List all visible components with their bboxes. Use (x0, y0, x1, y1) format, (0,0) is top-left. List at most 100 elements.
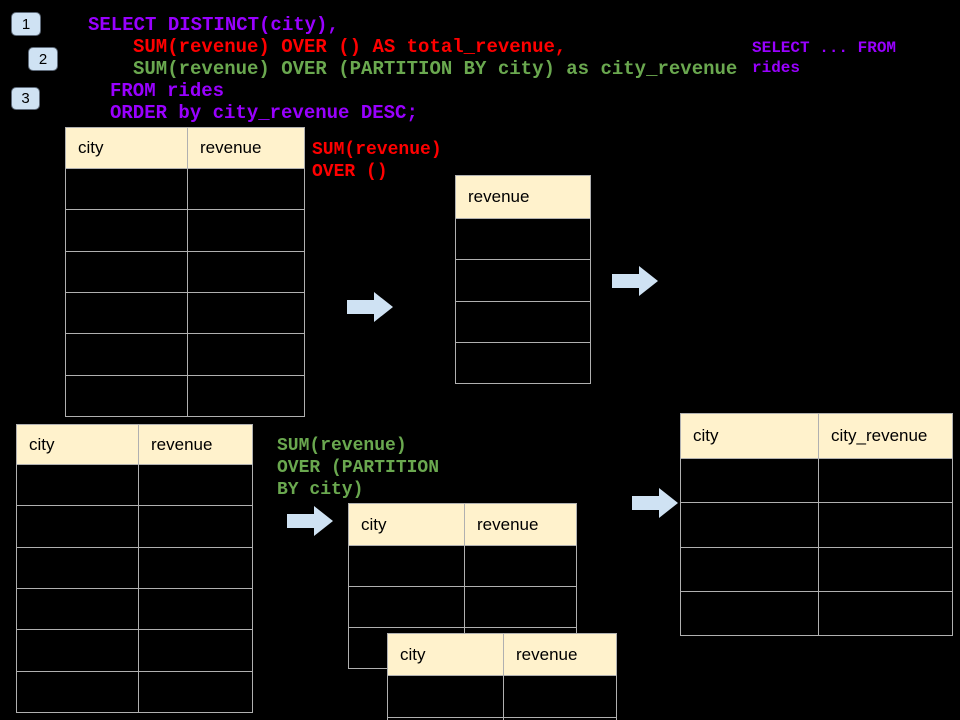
table-row (17, 505, 252, 547)
table-cell (456, 219, 590, 259)
table-row (17, 629, 252, 671)
column-header-city: city (693, 426, 719, 445)
table-cell (17, 506, 138, 546)
table-cell (187, 375, 304, 416)
flow-arrow-total-out (612, 266, 658, 296)
sql-line-city-revenue: SUM(revenue) OVER (PARTITION BY city) as… (133, 58, 738, 80)
table-cell (456, 343, 590, 383)
flow-arrow-source-to-total (347, 292, 393, 322)
column-header-revenue: revenue (138, 425, 252, 464)
table-cell (66, 169, 187, 209)
table-total-revenue: revenue (455, 175, 591, 384)
table-partition-overlap: city revenue (387, 633, 617, 720)
table-cell (503, 718, 616, 720)
table-header-row: city revenue (17, 425, 252, 464)
step-badge-1: 1 (11, 12, 41, 36)
table-cell (464, 546, 576, 586)
side-note-line-2: rides (752, 59, 801, 77)
table-body (66, 168, 304, 416)
column-header-revenue: revenue (503, 634, 616, 675)
table-row (66, 333, 304, 375)
table-cell (17, 630, 138, 670)
table-cell (349, 546, 464, 586)
table-cell (17, 672, 138, 712)
table-cell (66, 376, 187, 416)
table-body (456, 218, 590, 383)
table-cell (818, 591, 952, 635)
table-cell (17, 548, 138, 588)
table-cell (138, 465, 252, 506)
table-cell (138, 671, 252, 712)
table-cell (681, 503, 818, 546)
table-row (17, 546, 252, 588)
step-badge-3: 3 (11, 87, 40, 110)
table-cell (138, 630, 252, 671)
table-cell (66, 252, 187, 292)
side-note-line-1: SELECT ... FROM (752, 39, 897, 57)
annotation-line: BY city) (277, 480, 364, 500)
flow-arrow-source-to-partition (287, 506, 333, 536)
table-row (349, 586, 576, 627)
sql-line-from: FROM rides (110, 80, 225, 102)
table-cell (66, 210, 187, 250)
table-cell (187, 334, 304, 375)
table-cell (456, 302, 590, 342)
sql-line-select: SELECT DISTINCT(city), (88, 14, 339, 36)
table-cell (388, 676, 503, 717)
table-cell (66, 293, 187, 333)
table-cell (187, 251, 304, 292)
column-header-revenue: revenue (464, 504, 576, 545)
flow-arrow-partition-to-result (632, 488, 678, 518)
table-cell (818, 459, 952, 503)
table-row (681, 590, 952, 635)
annotation-sum-over-partition: SUM(revenue) OVER (PARTITION BY city) (277, 435, 439, 501)
table-cell (138, 547, 252, 588)
table-cell (66, 334, 187, 374)
table-row (66, 209, 304, 251)
table-header-row: city revenue (66, 128, 304, 168)
table-cell (17, 589, 138, 629)
table-cell (187, 210, 304, 251)
column-header-city: city (400, 644, 426, 664)
table-row (66, 374, 304, 416)
table-cell (349, 587, 464, 627)
table-header-row: city revenue (388, 634, 616, 675)
column-header-revenue: revenue (468, 187, 530, 206)
column-header-city: city (361, 514, 387, 534)
table-partition-mid: city revenue (348, 503, 577, 669)
table-row (681, 502, 952, 547)
sql-line-order-by: ORDER by city_revenue DESC; (110, 102, 418, 124)
table-row (17, 670, 252, 712)
table-row (456, 341, 590, 383)
annotation-line: SUM(revenue) (312, 140, 442, 160)
annotation-line: SUM(revenue) (277, 436, 407, 456)
table-cell (187, 292, 304, 334)
table-cell (503, 676, 616, 717)
table-row (66, 168, 304, 210)
table-body (17, 464, 252, 712)
table-header-row: revenue (456, 176, 590, 218)
table-header-row: city revenue (349, 504, 576, 545)
column-header-city: city (29, 434, 55, 454)
step-badge-2: 2 (28, 47, 58, 71)
table-cell (681, 548, 818, 591)
table-row (17, 587, 252, 630)
table-row (456, 259, 590, 300)
table-cell (187, 169, 304, 210)
table-row (456, 218, 590, 259)
column-header-city: city (78, 138, 104, 157)
table-body (388, 675, 616, 720)
table-source-bottom: city revenue (16, 424, 253, 713)
annotation-line: OVER (PARTITION (277, 458, 440, 478)
table-cell (818, 547, 952, 591)
table-row (681, 458, 952, 503)
table-row (349, 545, 576, 586)
table-cell (138, 506, 252, 547)
annotation-line: OVER () (312, 162, 388, 182)
table-row (66, 291, 304, 334)
annotation-sum-over-total: SUM(revenue) OVER () (312, 139, 442, 183)
side-note-select-from-rides: SELECT ... FROM rides (752, 38, 896, 78)
column-header-revenue: revenue (187, 128, 304, 168)
